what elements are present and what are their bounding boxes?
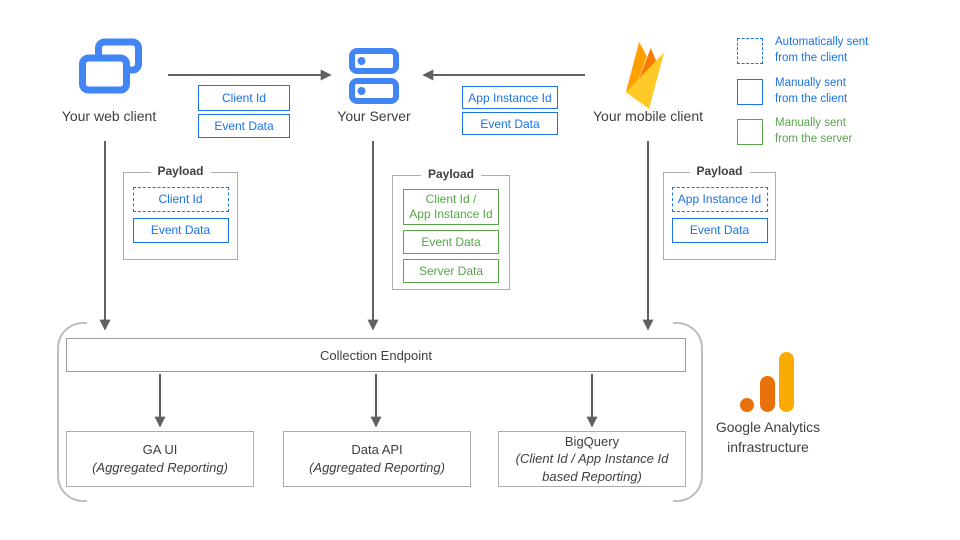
payload-item-server-data: Server Data	[403, 259, 499, 283]
payload-title: Payload	[420, 167, 482, 181]
payload-item-label: App Instance Id	[409, 207, 493, 221]
param-event-data: Event Data	[198, 114, 290, 138]
infrastructure-line: infrastructure	[727, 438, 809, 455]
legend-line: from the client	[775, 92, 848, 105]
output-title: Data API	[351, 442, 403, 458]
payload-server: Payload Client Id / App Instance Id Even…	[392, 167, 510, 290]
legend-line: from the client	[775, 51, 848, 64]
legend-item-auto-client: Automatically sent from the client	[737, 35, 868, 66]
legend-item-manual-client: Manually sent from the client	[737, 76, 847, 107]
web-client-icon	[78, 38, 143, 101]
payload-item-label: Event Data	[421, 234, 481, 249]
legend-line: from the server	[775, 132, 853, 145]
payload-item-client-id: Client Id	[132, 187, 229, 212]
legend-swatch-solid-blue	[737, 78, 763, 105]
output-subtitle: (Aggregated Reporting)	[92, 460, 228, 475]
legend-label: Automatically sent from the client	[775, 35, 868, 66]
output-title: BigQuery	[564, 433, 620, 449]
output-title: GA UI	[142, 442, 178, 458]
payload-item-label: Client Id	[158, 192, 203, 206]
legend-swatch-solid-green	[737, 118, 763, 145]
payload-item-app-instance-id: App Instance Id	[671, 187, 768, 212]
collection-endpoint-box: Collection Endpoint	[66, 338, 686, 372]
payload-item-label: App Instance Id	[677, 192, 762, 206]
google-analytics-logo-icon	[727, 345, 807, 420]
payload-item-label: Server Data	[418, 263, 484, 278]
output-subtitle: (Client Id / App Instance Id based Repor…	[515, 451, 669, 484]
payload-title: Payload	[150, 164, 211, 178]
mobile-client-label: Your mobile client	[593, 108, 703, 124]
firebase-icon	[618, 38, 678, 115]
output-subtitle: (Aggregated Reporting)	[309, 460, 445, 475]
server-icon	[348, 47, 400, 110]
payload-item-label: Event Data	[689, 223, 750, 237]
payload-item-label: Event Data	[150, 223, 211, 237]
payload-title: Payload	[689, 164, 750, 178]
output-box-ga-ui: GA UI (Aggregated Reporting)	[66, 431, 254, 487]
payload-mobile: Payload App Instance Id Event Data	[663, 164, 776, 260]
payload-item-event-data: Event Data	[132, 218, 229, 243]
legend-item-manual-server: Manually sent from the server	[737, 116, 852, 147]
legend-line: Manually sent	[775, 117, 846, 129]
payload-web: Payload Client Id Event Data	[123, 164, 238, 260]
web-client-label: Your web client	[61, 108, 157, 124]
payload-item-label: Client Id /	[425, 192, 477, 206]
param-event-data-mobile: Event Data	[462, 112, 558, 135]
payload-item-client-or-app-id: Client Id / App Instance Id	[403, 189, 499, 225]
collection-endpoint-label: Collection Endpoint	[319, 347, 433, 363]
infrastructure-label: Google Analytics infrastructure	[693, 418, 843, 457]
legend-label: Manually sent from the server	[775, 116, 852, 147]
output-box-bigquery: BigQuery (Client Id / App Instance Id ba…	[498, 431, 686, 487]
payload-item-event-data: Event Data	[671, 218, 768, 243]
payload-item-event-data: Event Data	[403, 230, 499, 254]
legend-label: Manually sent from the client	[775, 76, 847, 107]
param-app-instance-id: App Instance Id	[462, 86, 558, 109]
legend-swatch-dashed-blue	[737, 37, 763, 64]
output-box-data-api: Data API (Aggregated Reporting)	[283, 431, 471, 487]
param-client-id: Client Id	[198, 85, 290, 111]
legend-line: Automatically sent	[775, 36, 869, 48]
server-label: Your Server	[337, 108, 411, 124]
infrastructure-line: Google Analytics	[715, 419, 821, 435]
legend-line: Manually sent	[775, 77, 846, 89]
